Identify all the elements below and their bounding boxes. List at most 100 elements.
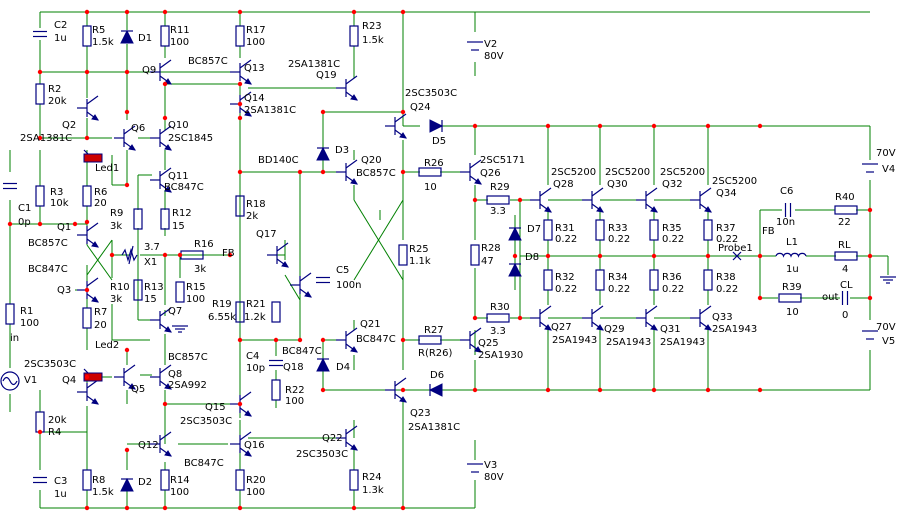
diode-symbol bbox=[120, 477, 134, 492]
diode-symbol bbox=[508, 262, 522, 277]
transistor-symbol bbox=[267, 242, 289, 268]
junction-dot bbox=[651, 253, 657, 259]
junction-dot bbox=[84, 505, 90, 511]
label-in-label: in bbox=[10, 333, 19, 344]
resistor-symbol bbox=[82, 469, 92, 491]
junction-dot bbox=[320, 169, 326, 175]
label-l1-value: 1u bbox=[786, 264, 799, 275]
label-r1-ref: R1 bbox=[20, 306, 33, 317]
junction-dot bbox=[400, 337, 406, 343]
label-r12-ref: R12 bbox=[172, 208, 192, 219]
resistor-symbol bbox=[235, 25, 245, 47]
capacitor-symbol bbox=[316, 276, 330, 284]
label-q23-model: 2SA1381C bbox=[408, 422, 460, 433]
resistor-symbol bbox=[543, 219, 553, 241]
transistor-symbol bbox=[636, 187, 658, 213]
junction-dot bbox=[273, 337, 279, 343]
capacitor-symbol bbox=[33, 30, 47, 38]
label-q26-ref: Q26 bbox=[480, 168, 501, 179]
label-r12-value: 15 bbox=[172, 221, 185, 232]
label-r35-ref: R35 bbox=[662, 223, 682, 234]
resistor-symbol bbox=[418, 167, 442, 177]
label-r14-ref: R14 bbox=[170, 475, 190, 486]
junction-dot bbox=[84, 69, 90, 75]
label-c2-value: 1u bbox=[54, 33, 67, 44]
junction-dot bbox=[651, 123, 657, 129]
label-q28-ref: Q28 bbox=[553, 179, 574, 190]
label-r36-ref: R36 bbox=[662, 272, 682, 283]
label-q28-model: 2SC5200 bbox=[551, 167, 596, 178]
label-q12-ref: Q12 bbox=[138, 440, 159, 451]
label-q20-ref: Q20 bbox=[361, 155, 382, 166]
junction-dot bbox=[124, 109, 130, 115]
transistor-symbol bbox=[582, 305, 604, 331]
label-q18-top-model: BD140C bbox=[258, 155, 299, 166]
label-r6-ref: R6 bbox=[94, 187, 107, 198]
voltage-source-symbol bbox=[467, 463, 483, 473]
diode-symbol bbox=[120, 29, 134, 44]
junction-dot bbox=[7, 221, 13, 227]
label-r26-ref: R26 bbox=[424, 158, 444, 169]
label-v3-value: 80V bbox=[484, 472, 504, 483]
resistor-symbol bbox=[160, 25, 170, 47]
junction-dot bbox=[237, 505, 243, 511]
label-r31-value: 0.22 bbox=[555, 234, 577, 245]
label-q3-model: BC847C bbox=[28, 264, 68, 275]
resistor-symbol bbox=[82, 25, 92, 47]
label-r17-value: 100 bbox=[246, 37, 265, 48]
label-c4-ref: C4 bbox=[246, 351, 259, 362]
junction-dot bbox=[124, 9, 130, 15]
label-q22-ref: Q22 bbox=[322, 433, 343, 444]
label-q11-model: BC847C bbox=[164, 182, 204, 193]
label-q32-ref: Q32 bbox=[662, 179, 683, 190]
junction-dot bbox=[84, 287, 90, 293]
label-r2-ref: R2 bbox=[48, 84, 61, 95]
junction-dot bbox=[517, 315, 523, 321]
label-q20-model: BC857C bbox=[356, 168, 396, 179]
label-q11-ref: Q11 bbox=[168, 171, 189, 182]
label-q16-ref: Q16 bbox=[244, 440, 265, 451]
junction-dot bbox=[867, 295, 873, 301]
label-r3-ref: R3 bbox=[50, 187, 63, 198]
label-q33-ref: Q33 bbox=[712, 312, 733, 323]
label-q19-ref: Q19 bbox=[316, 70, 337, 81]
transistor-symbol bbox=[385, 377, 407, 403]
label-fb1-label: FB bbox=[222, 248, 235, 259]
diode-symbol bbox=[316, 146, 330, 161]
label-r5-ref: R5 bbox=[92, 25, 105, 36]
resistor-symbol bbox=[470, 244, 480, 266]
resistor-symbol bbox=[349, 469, 359, 491]
label-q30-model: 2SC5200 bbox=[605, 167, 650, 178]
diode-symbol bbox=[508, 226, 522, 241]
label-q5-ref: Q5 bbox=[131, 384, 145, 395]
label-q6-ref: Q6 bbox=[131, 123, 145, 134]
resistor-symbol bbox=[595, 219, 605, 241]
label-r9-value: 3k bbox=[110, 221, 122, 232]
label-led1-ref: Led1 bbox=[95, 163, 119, 174]
label-q24-ref: Q24 bbox=[410, 102, 431, 113]
label-c4-value: 10p bbox=[246, 363, 265, 374]
transistor-symbol bbox=[150, 307, 172, 333]
junction-dot bbox=[757, 387, 763, 393]
label-r39-ref: R39 bbox=[782, 282, 802, 293]
junction-dot bbox=[867, 253, 873, 259]
resistor-symbol bbox=[82, 185, 92, 207]
label-r19-value: 6.55k bbox=[208, 312, 236, 323]
wire bbox=[86, 239, 113, 276]
label-v1-model: 2SC3503C bbox=[24, 359, 76, 370]
label-r15-value: 100 bbox=[186, 294, 205, 305]
resistor-symbol bbox=[175, 281, 185, 303]
resistor-symbol bbox=[418, 335, 442, 345]
label-q33-model: 2SA1943 bbox=[712, 324, 757, 335]
label-q32-model: 2SC5200 bbox=[660, 167, 705, 178]
resistor-symbol bbox=[235, 301, 245, 323]
junction-dot bbox=[84, 374, 90, 380]
transistor-symbol bbox=[530, 187, 552, 213]
resistor-symbol bbox=[703, 269, 713, 291]
label-c5-value: 100n bbox=[336, 280, 361, 291]
label-r15-ref: R15 bbox=[186, 282, 206, 293]
transistor-symbol bbox=[336, 75, 358, 101]
label-r16-value: 3k bbox=[194, 264, 206, 275]
